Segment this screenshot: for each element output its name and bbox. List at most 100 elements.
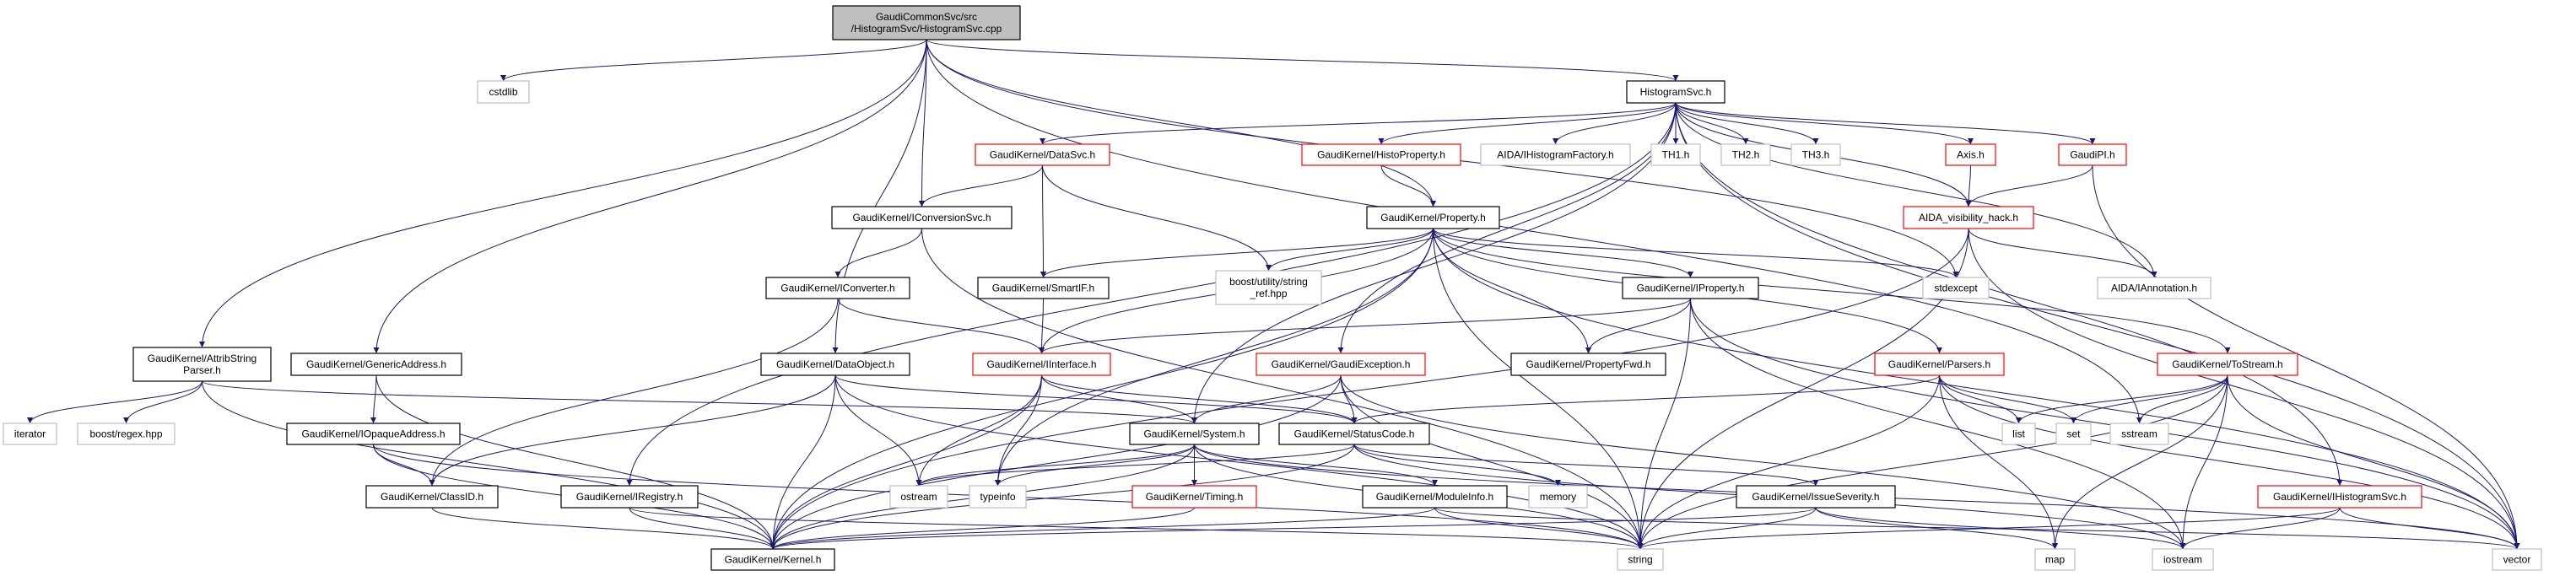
node-box bbox=[1650, 143, 1701, 166]
edge-dataobj-to-ostream bbox=[834, 374, 922, 487]
edge-gexception-to-iostream bbox=[1340, 374, 2186, 550]
edge-root-to-cstdlib bbox=[500, 39, 927, 82]
node-box bbox=[831, 206, 1013, 229]
node-tostream[interactable]: GaudiKernel/ToStream.h bbox=[2157, 353, 2298, 376]
node-root[interactable]: GaudiCommonSvc/src/HistogramSvc/Histogra… bbox=[832, 5, 1021, 40]
node-box bbox=[2157, 353, 2298, 376]
edge-histosvc-to-ihfactory bbox=[1553, 102, 1677, 145]
node-label: sstream bbox=[2121, 428, 2157, 440]
node-axis[interactable]: Axis.h bbox=[1945, 143, 1996, 166]
node-typeinfo: typeinfo bbox=[969, 485, 1027, 509]
edge-histoprop-to-property bbox=[1380, 164, 1436, 207]
node-classid[interactable]: GaudiKernel/ClassID.h bbox=[365, 485, 499, 509]
node-label: GaudiKernel/GenericAddress.h bbox=[306, 358, 446, 370]
edge-aidahack-to-vector bbox=[1968, 228, 2520, 550]
node-label: GaudiKernel/Parsers.h bbox=[1888, 358, 1990, 370]
node-box bbox=[1278, 423, 1430, 445]
node-label: set bbox=[2066, 428, 2081, 440]
edge-moduleinfo-to-kernel bbox=[770, 507, 1435, 550]
edge-histosvc-to-th3 bbox=[1675, 102, 1819, 145]
edge-tostream-to-vector bbox=[2227, 374, 2520, 550]
edge-root-to-sstream bbox=[926, 39, 2142, 424]
node-label: GaudiKernel/Property.h bbox=[1380, 212, 1486, 223]
node-dataobj[interactable]: GaudiKernel/DataObject.h bbox=[760, 353, 910, 376]
edge-histosvc-to-datasvc bbox=[1040, 102, 1677, 145]
node-statuscode[interactable]: GaudiKernel/StatusCode.h bbox=[1278, 423, 1430, 445]
node-string: string bbox=[1617, 548, 1664, 571]
edge-ihistosvc-to-iostream bbox=[2179, 507, 2341, 550]
edge-iregistry-to-kernel bbox=[629, 507, 776, 550]
edge-property-to-vector bbox=[1433, 228, 2520, 550]
node-iinterface[interactable]: GaudiKernel/IInterface.h bbox=[972, 353, 1111, 376]
node-label: GaudiKernel/HistoProperty.h bbox=[1317, 149, 1445, 161]
node-label: GaudiKernel/DataSvc.h bbox=[990, 149, 1095, 161]
node-label: GaudiKernel/GaudiException.h bbox=[1272, 358, 1411, 370]
nodes-layer: GaudiCommonSvc/src/HistogramSvc/Histogra… bbox=[3, 5, 2542, 571]
node-issuesev[interactable]: GaudiKernel/IssueSeverity.h bbox=[1736, 485, 1896, 509]
node-stdexcept: stdexcept bbox=[1922, 277, 1990, 299]
node-iproperty[interactable]: GaudiKernel/IProperty.h bbox=[1622, 277, 1759, 299]
node-label: TH2.h bbox=[1732, 149, 1760, 161]
node-histosvc[interactable]: HistogramSvc.h bbox=[1626, 80, 1725, 104]
node-ihistosvc[interactable]: GaudiKernel/IHistogramSvc.h bbox=[2257, 485, 2422, 509]
node-label: TH3.h bbox=[1802, 149, 1830, 161]
edge-property-to-iproperty bbox=[1433, 228, 1693, 278]
edge-iproperty-to-iostream bbox=[1690, 298, 2186, 550]
node-propfwd[interactable]: GaudiKernel/PropertyFwd.h bbox=[1510, 353, 1666, 376]
node-timing[interactable]: GaudiKernel/Timing.h bbox=[1131, 485, 1257, 509]
node-box bbox=[710, 548, 835, 571]
node-label: Axis.h bbox=[1957, 149, 1985, 161]
edge-attrib-to-iterator bbox=[27, 380, 203, 424]
edge-datasvc-to-iconvsvc bbox=[919, 164, 1043, 207]
node-parsers[interactable]: GaudiKernel/Parsers.h bbox=[1874, 353, 2005, 376]
edge-histosvc-to-gaudipi bbox=[1675, 102, 2096, 145]
edge-parsers-to-list bbox=[1939, 374, 2022, 424]
node-box bbox=[972, 353, 1111, 376]
edge-datasvc-to-stringref bbox=[1042, 164, 1272, 272]
node-kernel[interactable]: GaudiKernel/Kernel.h bbox=[710, 548, 835, 571]
node-iregistry[interactable]: GaudiKernel/IRegistry.h bbox=[560, 485, 699, 509]
node-label: GaudiKernel/ToStream.h bbox=[2172, 358, 2282, 370]
edge-statuscode-to-memory bbox=[1353, 444, 1561, 487]
node-property[interactable]: GaudiKernel/Property.h bbox=[1366, 206, 1500, 229]
node-moduleinfo[interactable]: GaudiKernel/ModuleInfo.h bbox=[1362, 485, 1508, 509]
edge-attrib-to-kernel bbox=[202, 380, 776, 550]
node-box bbox=[1626, 80, 1725, 104]
node-smartif[interactable]: GaudiKernel/SmartIF.h bbox=[977, 277, 1110, 299]
edge-iconverter-to-classid bbox=[429, 298, 839, 487]
node-system[interactable]: GaudiKernel/System.h bbox=[1129, 423, 1260, 445]
node-iconvsvc[interactable]: GaudiKernel/IConversionSvc.h bbox=[831, 206, 1013, 229]
node-datasvc[interactable]: GaudiKernel/DataSvc.h bbox=[975, 143, 1110, 166]
node-genaddr[interactable]: GaudiKernel/GenericAddress.h bbox=[290, 353, 462, 376]
node-gaudipi[interactable]: GaudiPI.h bbox=[2058, 143, 2127, 166]
edge-parsers-to-vector bbox=[1939, 374, 2520, 550]
node-label: GaudiKernel/Timing.h bbox=[1146, 491, 1244, 503]
node-label: GaudiKernel/IInterface.h bbox=[986, 358, 1096, 370]
edge-histosvc-to-iannotation bbox=[1675, 102, 2157, 278]
edge-iproperty-to-string bbox=[1637, 298, 1691, 550]
node-box bbox=[1736, 485, 1896, 509]
node-iopaque[interactable]: GaudiKernel/IOpaqueAddress.h bbox=[286, 423, 461, 445]
edge-iinterface-to-typeinfo bbox=[995, 374, 1042, 487]
node-box bbox=[560, 485, 699, 509]
node-histoprop[interactable]: GaudiKernel/HistoProperty.h bbox=[1301, 143, 1461, 166]
edge-dataobj-to-classid bbox=[429, 374, 836, 487]
edge-iinterface-to-ostream bbox=[915, 374, 1042, 487]
edge-genaddr-to-iopaque bbox=[370, 374, 377, 424]
node-label: GaudiKernel/System.h bbox=[1143, 428, 1245, 440]
node-gexception[interactable]: GaudiKernel/GaudiException.h bbox=[1256, 353, 1426, 376]
node-label: GaudiKernel/IHistogramSvc.h bbox=[2273, 491, 2406, 503]
node-box bbox=[760, 353, 910, 376]
edge-property-to-stringref bbox=[1266, 228, 1434, 272]
node-label: TH1.h bbox=[1662, 149, 1690, 161]
edge-classid-to-kernel bbox=[431, 507, 776, 550]
node-iconverter[interactable]: GaudiKernel/IConverter.h bbox=[765, 277, 910, 299]
node-label: iterator bbox=[14, 428, 46, 440]
edge-genaddr-to-kernel bbox=[375, 374, 776, 550]
node-iannotation: AIDA/IAnnotation.h bbox=[2097, 277, 2211, 299]
node-box bbox=[1922, 277, 1990, 299]
edge-histosvc-to-ihistosvc bbox=[1675, 102, 2343, 487]
node-aidahack[interactable]: AIDA_visibility_hack.h bbox=[1903, 206, 2034, 229]
edge-iproperty-to-iinterface bbox=[1039, 298, 1691, 354]
